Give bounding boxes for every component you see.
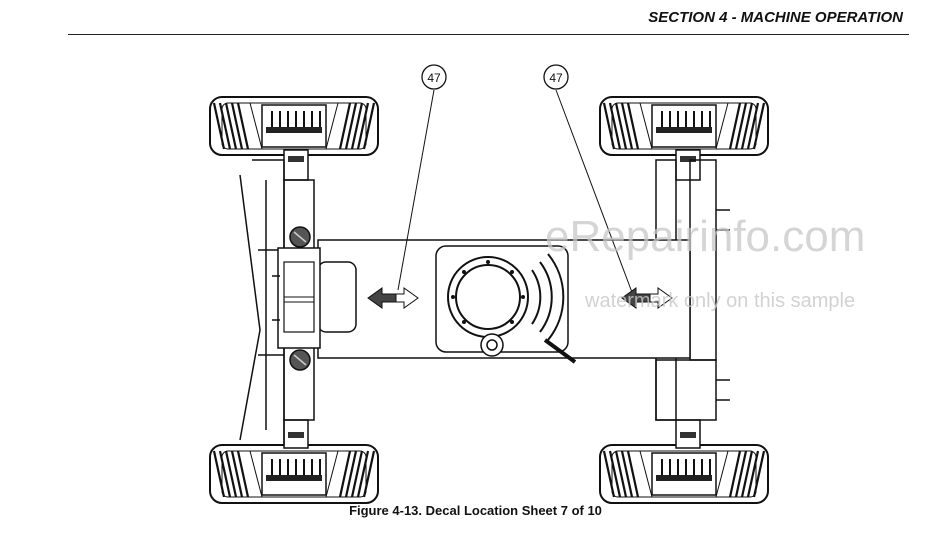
header-rule — [68, 34, 909, 35]
callout-bubble-2 — [543, 64, 569, 90]
watermark-site: eRepairinfo.com — [545, 212, 866, 261]
callout-label-2: 47 — [549, 71, 563, 85]
section-header: SECTION 4 - MACHINE OPERATION — [648, 9, 903, 26]
callout-bubble-1 — [421, 64, 447, 90]
figure-caption: Figure 4-13. Decal Location Sheet 7 of 1… — [349, 503, 602, 518]
watermark-note: watermark only on this sample — [585, 290, 856, 312]
decal-arrow-left — [367, 287, 419, 309]
decal-arrow-right — [621, 287, 673, 309]
callout-label-1: 47 — [427, 71, 441, 85]
